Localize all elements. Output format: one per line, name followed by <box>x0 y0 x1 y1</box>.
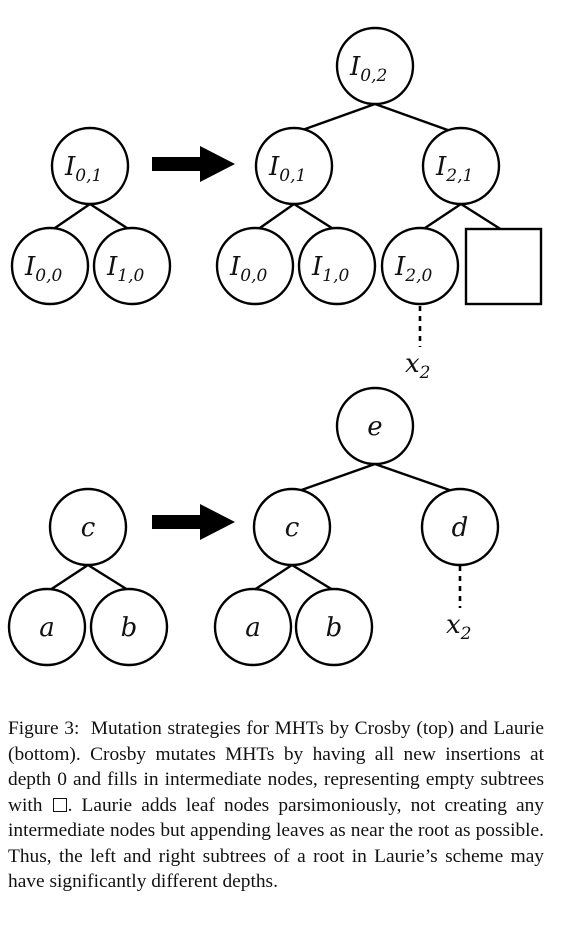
tree-node: I0,1 <box>254 126 334 206</box>
value-label: x2 <box>405 349 431 383</box>
empty-box-icon <box>52 797 67 812</box>
node-label: I2,0 <box>394 252 433 286</box>
node-label: c <box>285 513 300 543</box>
tree-edge <box>293 202 336 232</box>
tree-node: I1,0 <box>297 226 377 306</box>
tree-node: a <box>7 587 87 667</box>
tree-node: a <box>213 587 293 667</box>
node-label: I0,1 <box>64 152 102 186</box>
tree-node: c <box>252 487 332 567</box>
arrow-icon <box>152 504 235 540</box>
tree-node: I1,0 <box>92 226 172 306</box>
tree-node: I0,0 <box>10 226 90 306</box>
tree-node: I2,1 <box>421 126 501 206</box>
node-label: d <box>452 513 469 543</box>
laurie-after-tree: e c d a b x2 <box>213 386 500 667</box>
tree-edge <box>291 563 334 592</box>
tree-edge <box>421 203 462 231</box>
arrow-icon <box>152 146 235 182</box>
tree-edge <box>292 462 376 495</box>
node-label: I2,1 <box>435 152 473 186</box>
tree-edge <box>256 203 295 231</box>
tree-node: I2,0 <box>380 226 460 306</box>
tree-edge <box>51 203 91 231</box>
laurie-before-tree: c a b <box>7 487 169 667</box>
node-label: c <box>81 513 96 543</box>
tree-edge <box>253 563 293 592</box>
value-label: x2 <box>446 610 472 644</box>
empty-subtree-box <box>464 227 543 306</box>
tree-edge <box>87 563 129 592</box>
tree-node: b <box>294 587 374 667</box>
caption-text: . Laurie adds leaf nodes parsimoniously,… <box>8 794 544 893</box>
tree-edge <box>49 563 89 592</box>
caption-label: Figure 3: <box>8 718 80 739</box>
caption-text: Mutation strategies for MHTs by Crosby (… <box>8 718 544 816</box>
tree-edge <box>89 202 131 232</box>
crosby-after-tree: I0,2 I0,1 I2,1 I0,0 I1,0 I2,0 x2 <box>215 26 543 383</box>
node-label: I1,0 <box>311 252 350 286</box>
tree-edge <box>374 462 459 495</box>
tree-node: e <box>335 386 415 466</box>
tree-node: I0,2 <box>335 26 415 106</box>
node-label: I0,2 <box>349 52 387 86</box>
tree-node: c <box>48 487 128 567</box>
node-label: b <box>121 613 138 643</box>
crosby-before-tree: I0,1 I0,0 I1,0 <box>10 126 172 306</box>
node-label: b <box>326 613 343 643</box>
node-label: I0,0 <box>24 252 63 286</box>
figure-caption: Figure 3: Mutation strategies for MHTs b… <box>8 716 544 895</box>
tree-node: I0,0 <box>215 226 295 306</box>
node-label: I0,0 <box>229 252 268 286</box>
node-label: I0,1 <box>268 152 306 186</box>
tree-edge <box>293 102 376 135</box>
node-label: I1,0 <box>106 252 145 286</box>
tree-node: d <box>420 487 500 567</box>
node-label: a <box>39 613 55 643</box>
node-label: e <box>367 412 382 442</box>
mutation-diagram: I0,1 I0,0 I1,0 I0,2 I0,1 <box>7 26 543 667</box>
tree-node: b <box>89 587 169 667</box>
tree-node: I0,1 <box>50 126 130 206</box>
node-label: a <box>245 613 261 643</box>
tree-edge <box>460 202 503 232</box>
tree-edge <box>374 102 457 135</box>
